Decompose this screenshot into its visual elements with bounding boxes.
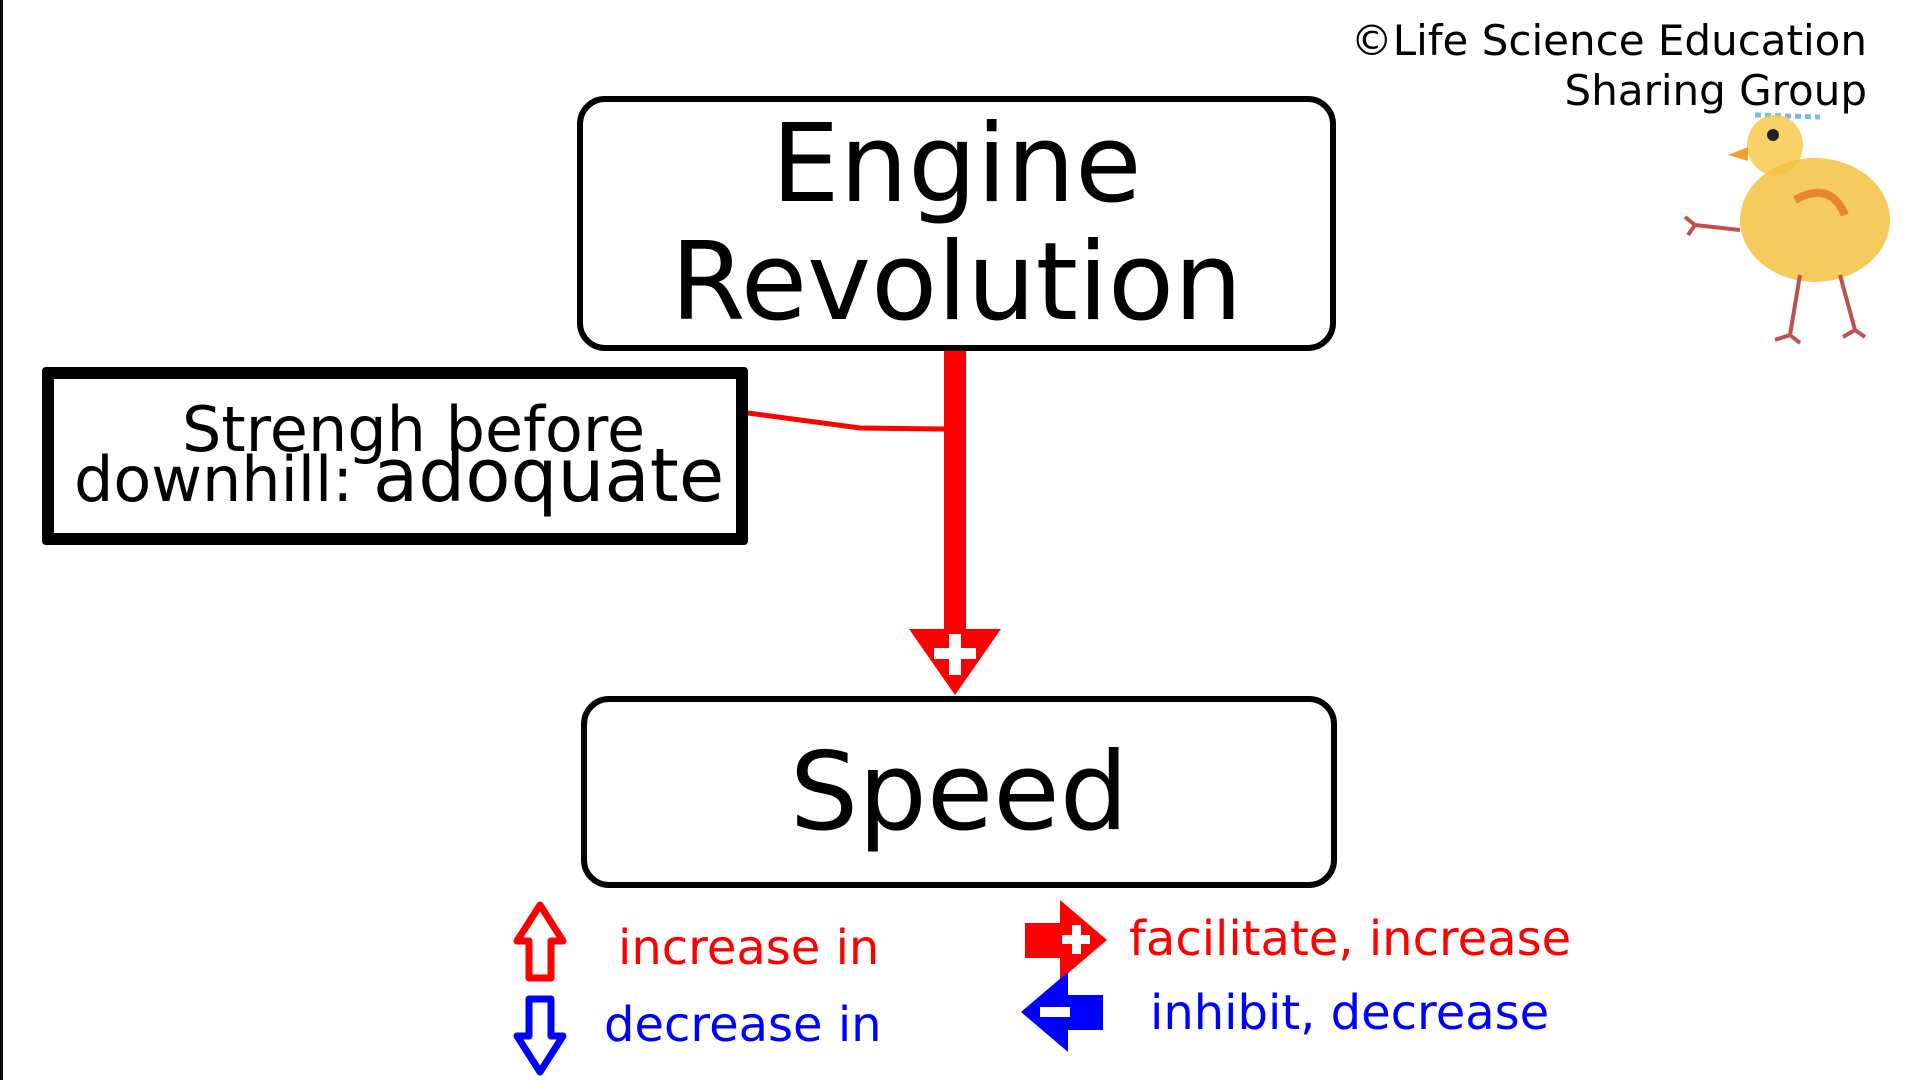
condition-label-line1: Strengh before [182,393,646,466]
main-arrow-shaft [944,351,966,641]
plus-sign-v [949,634,961,675]
chick-mascot-icon [1683,112,1890,345]
left-border [0,0,3,1080]
legend-decrease-arrow [513,995,567,1076]
legend-inhibit-label: inhibit, decrease [1150,985,1550,1041]
legend-increase-arrow [513,901,567,982]
condition-value: adoquate [372,433,725,519]
condition-label: downhill: [74,443,354,516]
credit-line-2: Sharing Group [1564,66,1867,115]
condition-connector [747,410,945,432]
copyright-credit: ©Life Science Education Sharing Group [1351,16,1867,116]
node-speed: Speed [581,696,1337,888]
engine-label-line1: Engine [771,101,1142,227]
legend-decrease-label: decrease in [604,997,882,1053]
engine-label-line2: Revolution [670,219,1243,345]
node-condition: Strengh before downhill: adoquate [42,367,748,545]
condition-label-line2: downhill: adoquate [74,439,724,516]
legend-increase-label: increase in [618,920,880,976]
node-engine-revolution: Engine Revolution [577,96,1336,351]
legend-facilitate-label: facilitate, increase [1129,911,1572,967]
credit-line-1: ©Life Science Education [1350,16,1867,65]
